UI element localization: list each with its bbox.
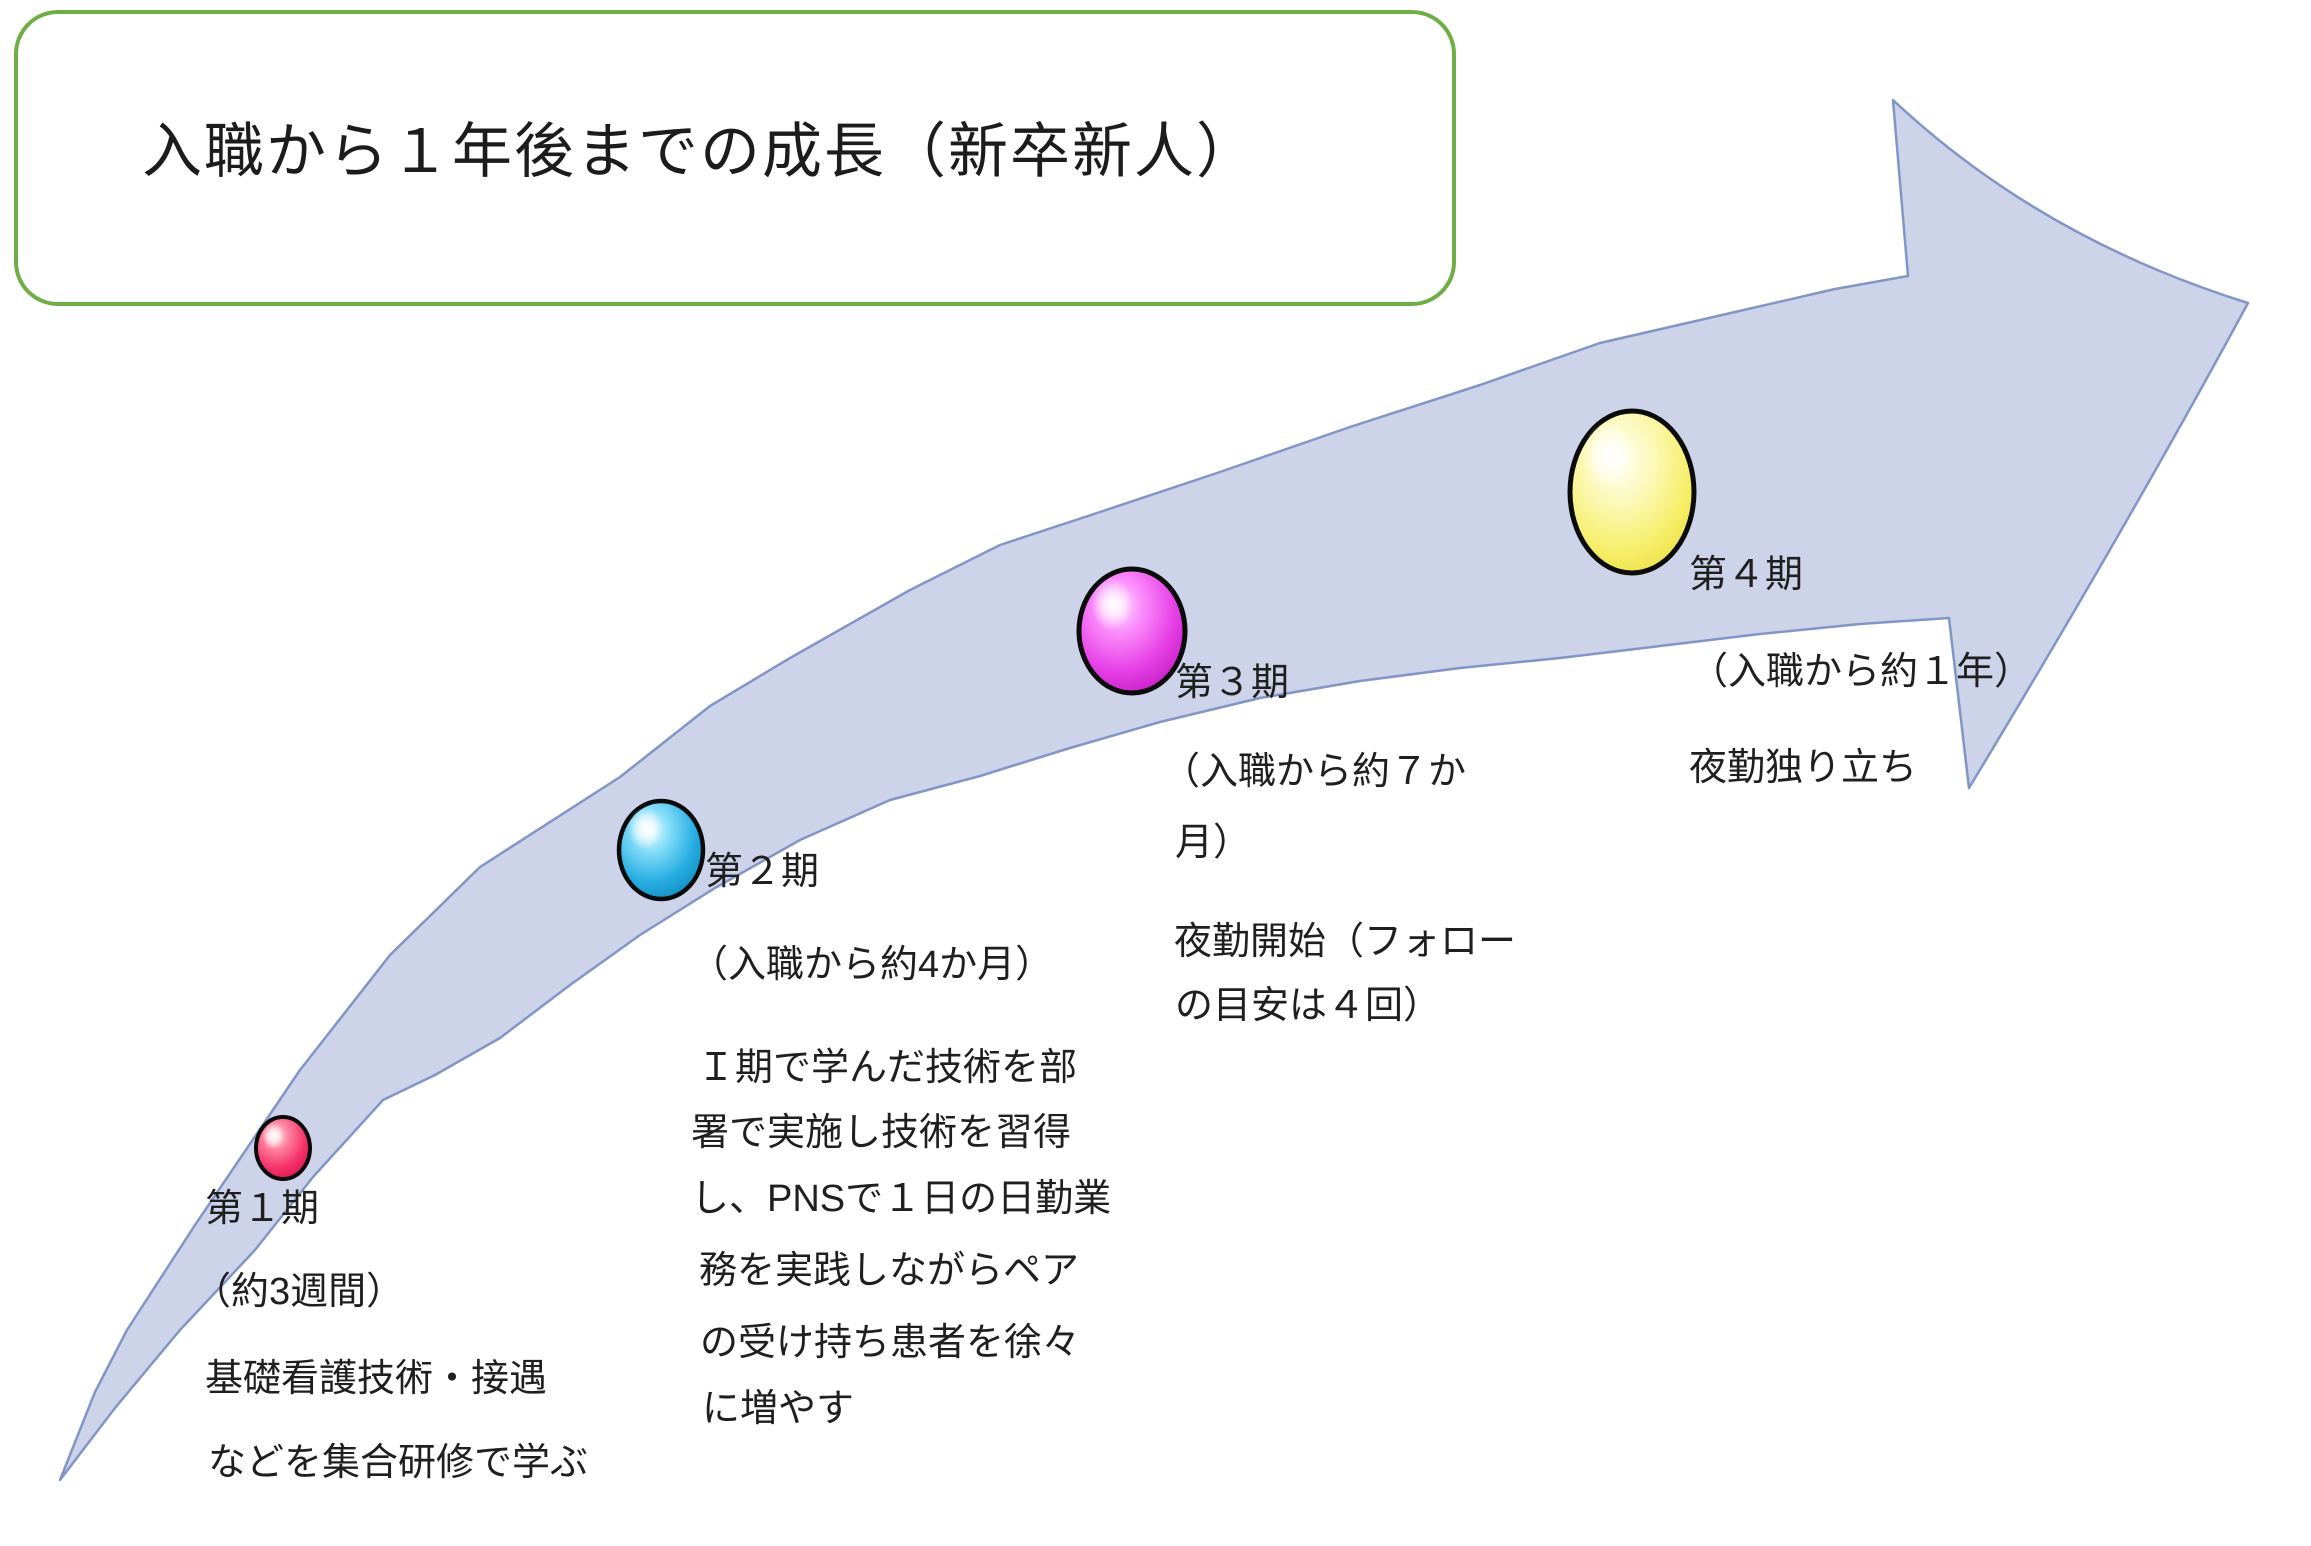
title-box [14, 10, 1456, 306]
stage-1-desc-line: などを集合研修で学ぶ [208, 1442, 589, 1484]
stage-1-desc-line: 基礎看護技術・接遇 [205, 1358, 548, 1400]
stage-4-desc-line: 夜勤独り立ち [1689, 747, 1918, 789]
stage-3-desc-line: の目安は４回） [1175, 985, 1442, 1027]
stage-1-title: 第１期 [205, 1188, 320, 1230]
stage-2-desc-line: の受け持ち患者を徐々 [700, 1322, 1081, 1364]
stage-2-desc-line: Ｉ期で学んだ技術を部 [697, 1047, 1078, 1089]
stage-1-marker [254, 1115, 312, 1181]
page-title: 入職から１年後までの成長（新卒新人） [142, 118, 1258, 185]
stage-1-period: （約3週間） [193, 1271, 405, 1313]
stage-4-marker-highlight [1583, 421, 1633, 489]
stage-2-desc-line: に増やす [702, 1388, 855, 1430]
stage-2-marker [616, 798, 706, 902]
stage-3-period: 月） [1175, 822, 1252, 864]
stage-2-desc-line: し、PNSで１日の日勤業 [691, 1178, 1112, 1220]
stage-4-title: 第４期 [1689, 554, 1804, 596]
stage-3-desc-line: 夜勤開始（フォロー [1174, 921, 1517, 963]
stage-3-marker [1076, 566, 1188, 696]
stage-2-period: （入職から約4か月） [690, 944, 1054, 986]
stage-2-marker-highlight [628, 807, 662, 849]
stage-3-marker-highlight [1091, 578, 1133, 630]
stage-4-marker [1567, 408, 1697, 576]
stage-2-desc-line: 務を実践しながらペア [699, 1250, 1080, 1292]
growth-arrow-shape [58, 98, 2250, 1482]
stage-2-title: 第２期 [705, 851, 820, 893]
stage-1-marker-highlight [262, 1123, 284, 1149]
stage-2-desc-line: 署で実施し技術を習得 [691, 1112, 1072, 1154]
stage-4-period: （入職から約１年） [1690, 651, 2033, 693]
stage-3-period: （入職から約７か [1162, 751, 1467, 793]
stage-3-title: 第３期 [1175, 662, 1290, 704]
